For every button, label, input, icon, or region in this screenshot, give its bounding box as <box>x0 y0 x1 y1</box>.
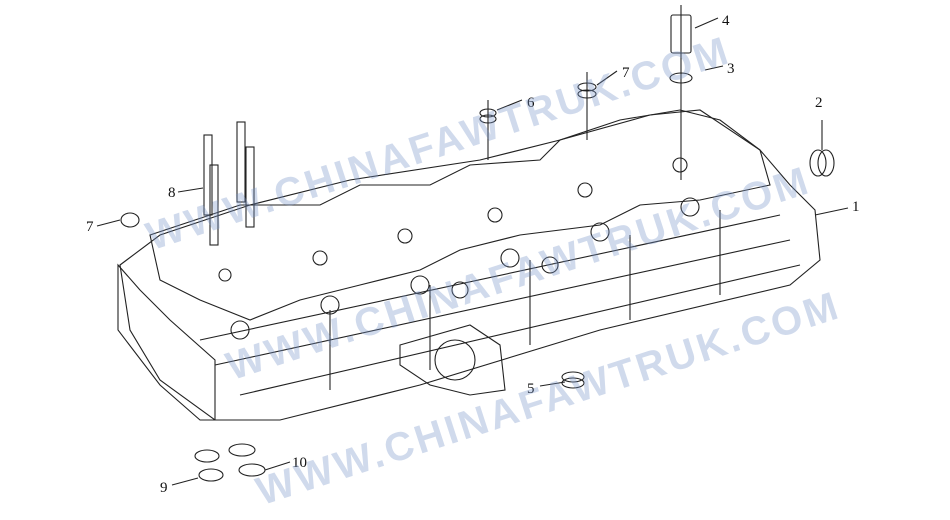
callout-7-top: 7 <box>622 65 630 81</box>
callout-3: 3 <box>727 61 735 77</box>
callout-4: 4 <box>722 13 730 29</box>
callout-9: 9 <box>160 480 168 496</box>
callout-7-left: 7 <box>86 219 94 235</box>
callout-5: 5 <box>527 381 535 397</box>
callout-8: 8 <box>168 185 176 201</box>
callout-10: 10 <box>292 455 307 471</box>
callout-2: 2 <box>815 95 823 111</box>
callout-6: 6 <box>527 95 535 111</box>
callout-1: 1 <box>852 199 860 215</box>
